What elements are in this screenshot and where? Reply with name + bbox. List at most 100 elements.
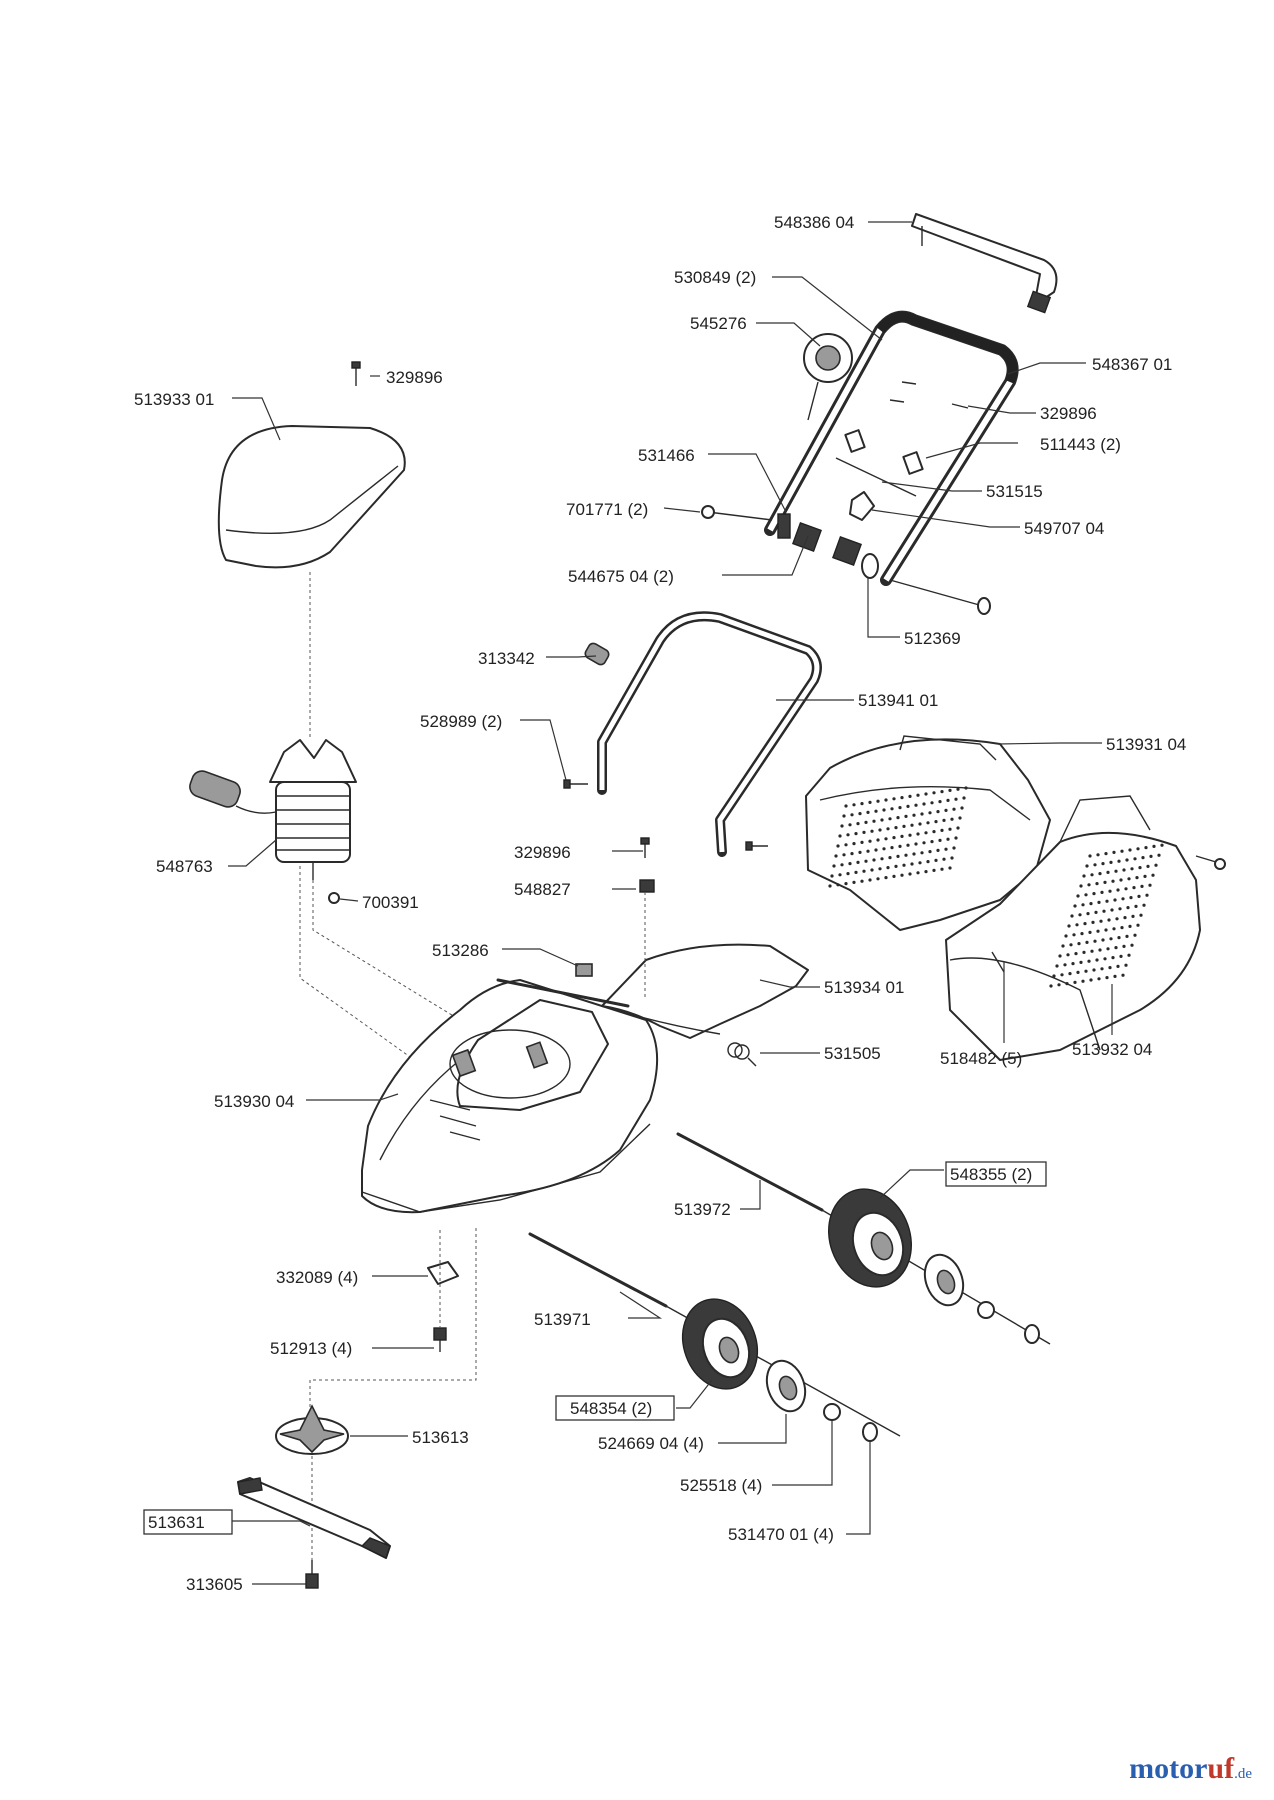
label-box [143, 1509, 233, 1535]
mesh-dot [1149, 854, 1153, 859]
mesh-dot [1116, 888, 1120, 892]
mesh-dot [1109, 860, 1113, 865]
mesh-dot [1084, 893, 1088, 897]
screws-528989 [563, 779, 768, 851]
rear-hubcap-part [923, 1253, 965, 1307]
mesh-dot [1112, 850, 1116, 855]
mesh-dot [1136, 923, 1140, 927]
part-labels: 548386 04 530849 (2) 545276 548367 01 32… [134, 213, 1186, 1594]
mesh-dot [934, 820, 938, 824]
mesh-dot [1104, 852, 1108, 856]
mesh-dot [1073, 904, 1077, 908]
mesh-dot [882, 847, 886, 851]
mesh-dot [1136, 847, 1140, 851]
mesh-dot [1124, 887, 1128, 891]
mesh-dot [1144, 846, 1148, 850]
mesh-dot [950, 856, 954, 860]
mesh-dot [852, 880, 856, 885]
mesh-dot [1103, 880, 1107, 885]
mesh-dot [1117, 859, 1121, 863]
mesh-dot [1089, 978, 1093, 982]
mesh-dot [1077, 942, 1081, 946]
part-label: 329896 [514, 843, 571, 862]
mesh-dot [1076, 894, 1080, 898]
mesh-dot [876, 799, 880, 803]
fan-513613 [275, 1404, 349, 1455]
mesh-dot [1102, 909, 1106, 913]
mesh-dot [912, 813, 916, 817]
mesh-dot [852, 803, 856, 807]
mesh-dot [892, 797, 896, 801]
mesh-dot [1104, 928, 1108, 932]
mesh-dot [1106, 947, 1110, 951]
label-box [945, 1161, 1047, 1187]
front-wheel-part [681, 1298, 759, 1390]
mesh-dot [1128, 848, 1132, 852]
mesh-dot [846, 872, 850, 876]
mesh-dot [952, 807, 956, 811]
motor-part [189, 739, 357, 880]
rod-531515 [835, 457, 917, 497]
mesh-dot [874, 848, 878, 852]
mesh-dot [1160, 843, 1164, 847]
mesh-dot [1110, 908, 1114, 912]
clips-511443 [844, 429, 924, 475]
part-label: 329896 [1040, 404, 1097, 423]
mesh-dot [1063, 963, 1067, 967]
mesh-dot [834, 854, 838, 858]
mesh-dot [956, 826, 960, 830]
plate-332089 [427, 1261, 459, 1285]
mesh-dot [864, 859, 868, 863]
mesh-dot [1079, 884, 1083, 888]
mesh-dot [1141, 856, 1145, 860]
part-label: 313605 [186, 1575, 243, 1594]
mesh-dot [1101, 938, 1105, 942]
part-label: 530849 (2) [674, 268, 756, 287]
mesh-dot [1096, 929, 1100, 933]
mesh-dot [886, 827, 890, 831]
assembly-line-motor-2 [312, 880, 461, 1021]
mesh-dot [1105, 976, 1109, 980]
mesh-dot [1098, 872, 1102, 876]
mesh-dot [1085, 940, 1089, 945]
part-512369 [861, 553, 991, 615]
mesh-dot [912, 852, 916, 856]
screw-329896-lower [640, 837, 650, 858]
mesh-dot [1123, 916, 1127, 920]
mesh-dot [1133, 933, 1137, 937]
mesh-dot [838, 873, 842, 877]
part-label: 513934 01 [824, 978, 904, 997]
mesh-dot [1125, 858, 1129, 862]
mesh-dot [1081, 979, 1085, 983]
grass-box-mesh-bottom [1049, 843, 1164, 988]
grass-box-mesh-top [828, 786, 968, 888]
mesh-dot [1107, 918, 1111, 922]
mesh-dot [1081, 903, 1085, 907]
mesh-dot [866, 849, 870, 853]
part-label: 511443 (2) [1040, 435, 1121, 454]
mesh-dot [936, 810, 940, 814]
mesh-dot [908, 872, 912, 876]
mesh-dot [892, 836, 896, 840]
mesh-dot [964, 786, 968, 790]
mesh-dot [1132, 886, 1136, 890]
mesh-dot [944, 847, 948, 851]
mesh-dot [1089, 902, 1093, 906]
mesh-dot [888, 817, 892, 821]
part-label: 512369 [904, 629, 961, 648]
mesh-dot [930, 840, 934, 844]
washer-700391 [328, 892, 340, 904]
mesh-dot [1119, 954, 1123, 959]
mesh-dot [900, 873, 904, 877]
part-label: 513941 01 [858, 691, 938, 710]
mesh-dot [1103, 957, 1107, 961]
mesh-dot [1088, 854, 1092, 858]
mesh-dot [916, 832, 920, 836]
grass-box-bottom-part [945, 795, 1201, 1061]
mesh-dot [1111, 879, 1115, 883]
mesh-dot [1096, 853, 1100, 857]
mesh-dot [1121, 973, 1125, 977]
mesh-dot [1112, 927, 1116, 931]
knob-313342 [584, 642, 610, 666]
mesh-dot [1071, 962, 1075, 966]
